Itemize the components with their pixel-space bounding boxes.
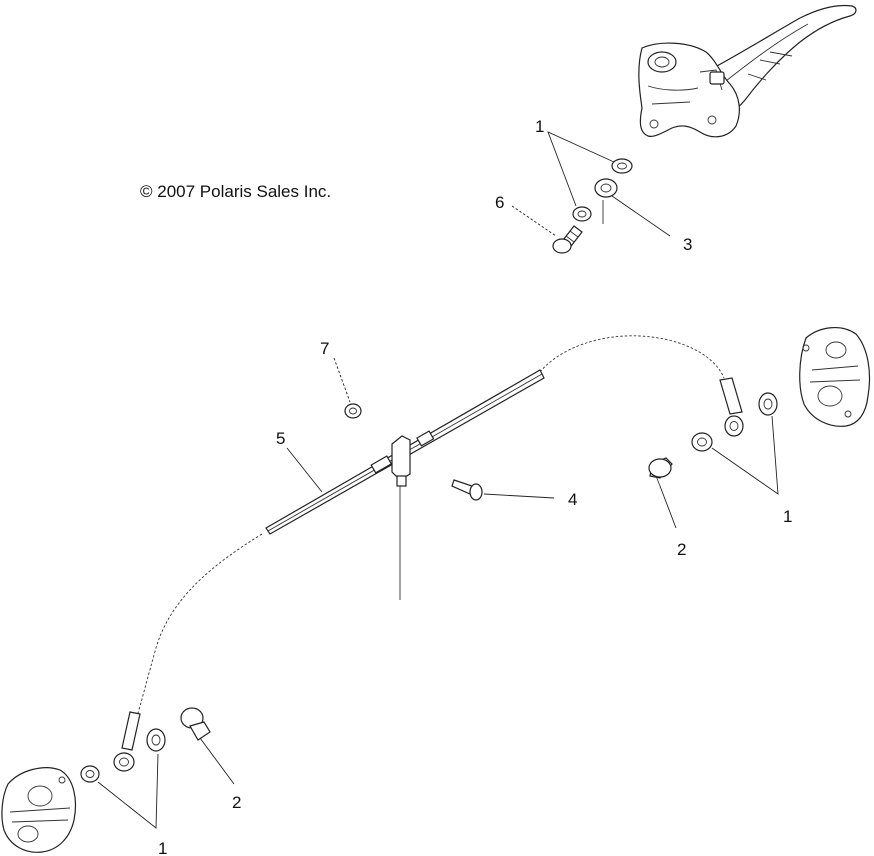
- brake-cable: [113, 335, 744, 772]
- top-washer-lower: [572, 206, 592, 222]
- right-bolt: [648, 457, 673, 487]
- center-nut: [344, 403, 362, 419]
- callout-top-spacer: 3: [683, 235, 692, 254]
- callout-right-washers: 1: [783, 507, 792, 526]
- clip-screw: [451, 479, 483, 501]
- callout-clip-screw: 4: [568, 490, 577, 509]
- top-spacer: [594, 178, 618, 198]
- copyright-notice: © 2007 Polaris Sales Inc.: [140, 182, 331, 201]
- right-washer-lower: [691, 432, 713, 452]
- left-washer-outer: [80, 765, 100, 783]
- cable-end-left: [113, 711, 141, 772]
- cable-end-right: [719, 377, 744, 437]
- brake-caliper-icon: [799, 327, 871, 427]
- right-washer-upper: [758, 392, 778, 416]
- callout-center-nut: 7: [320, 339, 329, 358]
- left-bolt: [180, 707, 211, 741]
- brake-master-cylinder-lever-icon: [638, 4, 857, 138]
- brake-caliper-icon: [1, 767, 77, 853]
- callout-right-bolt: 2: [677, 540, 686, 559]
- top-bolt: [552, 225, 583, 254]
- callout-top-washer: 1: [535, 117, 544, 136]
- callout-top-bolt: 6: [495, 193, 504, 212]
- callout-left-washers: 1: [158, 839, 167, 856]
- top-washer-upper: [611, 158, 633, 174]
- left-washer-inner: [146, 728, 166, 752]
- callout-left-bolt: 2: [232, 793, 241, 812]
- callout-cable: 5: [276, 429, 285, 448]
